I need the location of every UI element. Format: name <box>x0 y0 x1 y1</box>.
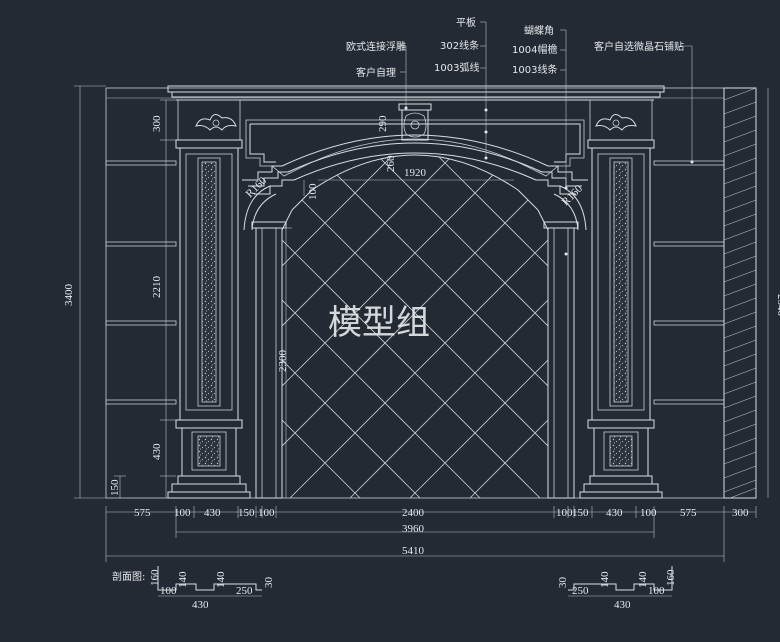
callout-customer-self: 客户自理 <box>356 66 396 79</box>
rs-4: 100 <box>648 585 665 597</box>
dim-b1-8: 430 <box>606 507 623 519</box>
left-pilaster <box>167 139 251 499</box>
callout-relief: 欧式连接浮雕 <box>346 40 406 53</box>
dim-column: 2210 <box>151 276 163 299</box>
left-dimension-lines <box>74 85 305 499</box>
dim-keystone: 290 <box>377 115 389 132</box>
callout-flat-panel: 平板 <box>456 16 476 29</box>
inner-right-column <box>543 221 579 499</box>
dim-right-height: 2540 <box>775 294 780 317</box>
rs-5: 160 <box>665 569 677 586</box>
dim-plinth: 150 <box>109 479 121 496</box>
ls-4: 250 <box>236 585 253 597</box>
dim-b1-3: 150 <box>238 507 255 519</box>
dim-b1-4: 100 <box>258 507 275 519</box>
callout-leaders <box>400 21 694 256</box>
ls-6: 430 <box>192 599 209 611</box>
right-shelves <box>653 160 725 405</box>
callout-1003-molding: 1003线条 <box>512 63 557 76</box>
dim-b1-10: 575 <box>680 507 697 519</box>
left-ornament-icon <box>195 114 237 131</box>
bottom-row-1: 575 100 430 150 100 2400 100 150 430 100… <box>134 507 749 519</box>
rs-1: 250 <box>572 585 589 597</box>
dim-b1-9: 100 <box>640 507 657 519</box>
dim-b1-5: 2400 <box>402 507 425 519</box>
opening-outline <box>281 154 549 498</box>
dim-b2: 3960 <box>402 523 425 535</box>
dim-top-block: 300 <box>151 115 163 132</box>
dim-b1-0: 575 <box>134 507 151 519</box>
dim-arch-width: 1920 <box>404 167 427 179</box>
rs-6: 430 <box>614 599 631 611</box>
callout-302-molding: 302线条 <box>440 39 479 52</box>
callout-marble-tile: 客户自选微晶石铺贴 <box>594 40 684 53</box>
left-section-profile <box>157 566 262 597</box>
dim-b1-1: 100 <box>174 507 191 519</box>
ls-3: 140 <box>215 571 227 588</box>
left-shelves <box>105 160 177 405</box>
dim-b1-2: 430 <box>204 507 221 519</box>
ls-0: 160 <box>149 569 161 586</box>
right-pilaster <box>579 139 663 499</box>
callout-1003-arc: 1003弧线 <box>434 61 479 74</box>
dim-b1-6: 100 <box>556 507 573 519</box>
dim-b1-7: 150 <box>572 507 589 519</box>
dim-inner-note: 100 <box>307 183 319 200</box>
rs-3: 140 <box>637 571 649 588</box>
arch-frame <box>242 119 588 231</box>
ls-2: 140 <box>177 571 189 588</box>
callout-butterfly-corner: 蝴蝶角 <box>524 24 554 37</box>
wall-section-hatch <box>723 87 757 499</box>
rs-0: 30 <box>557 577 569 589</box>
diamond-tile-pattern <box>282 155 548 498</box>
dim-b1-11: 300 <box>732 507 749 519</box>
section-label: 剖面图: <box>112 570 145 583</box>
ls-1: 100 <box>160 585 177 597</box>
right-ornament-icon <box>595 114 637 131</box>
dim-arch-rise: 260 <box>385 155 397 172</box>
keystone-icon <box>398 103 432 141</box>
bottom-dimension-lines <box>105 506 757 562</box>
dim-base: 430 <box>151 443 163 460</box>
dim-inner-height: 2300 <box>277 350 289 373</box>
dim-total-height: 3400 <box>63 284 75 307</box>
watermark-text: 模型组 <box>328 303 430 343</box>
dim-b3: 5410 <box>402 545 425 557</box>
cornice <box>167 85 665 141</box>
rs-2: 140 <box>599 571 611 588</box>
callout-1004-eave: 1004帽檐 <box>512 43 557 56</box>
ls-5: 30 <box>263 577 275 589</box>
right-section-profile <box>568 566 673 597</box>
